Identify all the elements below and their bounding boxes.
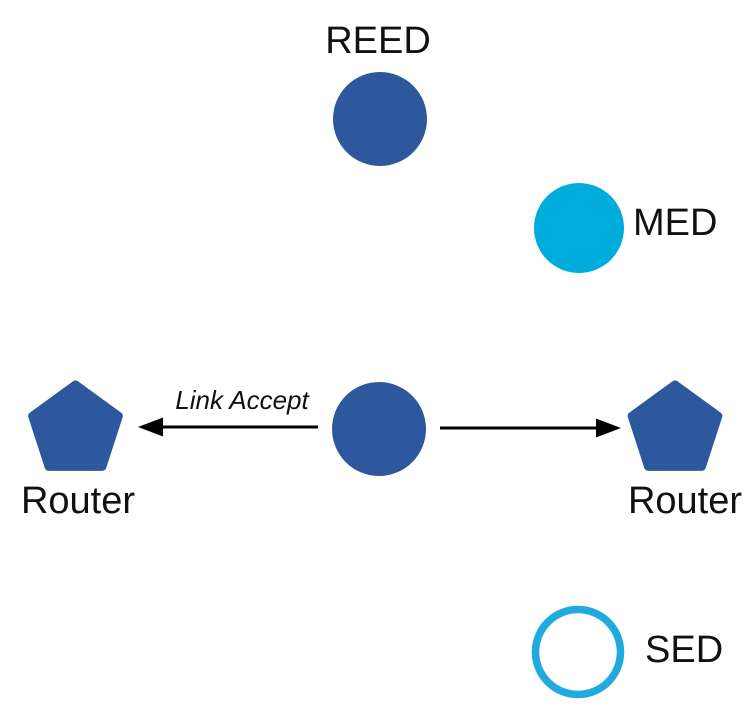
right-arrow-head (596, 418, 621, 438)
sed-node-label: SED (645, 629, 724, 671)
router-left-pentagon (28, 380, 123, 471)
router-left-label: Router (20, 480, 136, 522)
sed-node-ring (531, 605, 625, 699)
link-accept-edge-label: Link Accept (175, 385, 309, 415)
reed-node-label: REED (325, 20, 431, 62)
med-node-circle (534, 183, 624, 273)
router-right-label: Router (627, 480, 743, 522)
left-arrow-head (138, 417, 163, 437)
reed-node-circle (333, 72, 427, 166)
med-node-label: MED (633, 202, 718, 244)
router-right-pentagon (627, 380, 723, 471)
center-node-circle (332, 382, 426, 476)
